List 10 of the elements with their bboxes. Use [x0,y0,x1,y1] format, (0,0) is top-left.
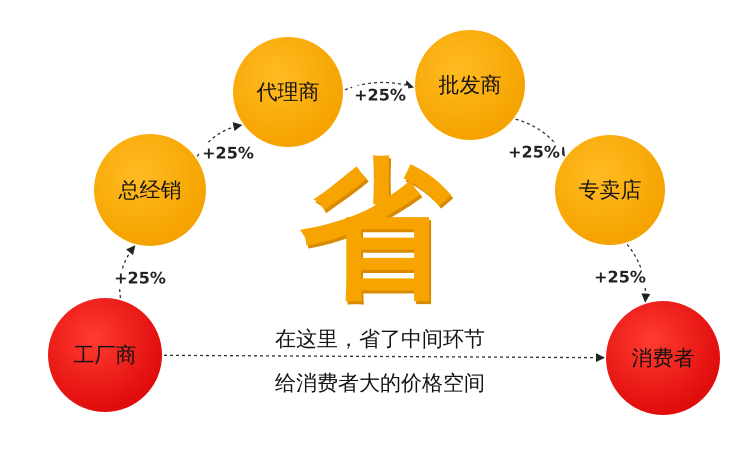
circle-node: 批发商 [415,30,525,140]
arrow [515,118,565,157]
arrow [196,122,242,157]
caption-text: 给消费者大的价格空间 [275,370,485,397]
arrow [164,353,605,362]
circle-node: 工厂商 [48,298,162,412]
caption-text: 在这里，省了中间环节 [275,326,485,353]
circle-node: 消费者 [606,301,720,415]
arrow [344,80,414,90]
circle-node: 代理商 [233,37,343,147]
